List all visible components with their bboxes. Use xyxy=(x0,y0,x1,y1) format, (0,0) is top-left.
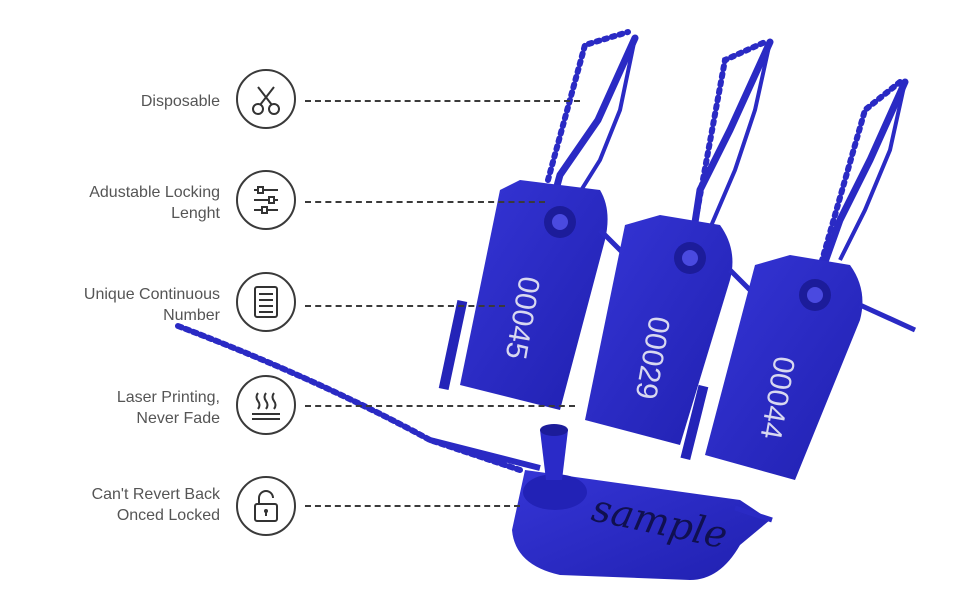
connector-line xyxy=(305,100,580,102)
heat-waves-icon xyxy=(236,375,296,435)
feature-label-line2: Number xyxy=(163,307,220,324)
list-document-icon xyxy=(236,272,296,332)
feature-unique-number: Unique Continuous Number xyxy=(0,270,970,340)
connector-line xyxy=(305,405,575,407)
feature-label: Laser Printing, xyxy=(116,389,220,406)
feature-label: Adustable Locking xyxy=(89,184,220,201)
sliders-icon xyxy=(236,170,296,230)
connector-line xyxy=(305,305,505,307)
feature-label-line2: Never Fade xyxy=(136,410,220,427)
feature-cant-revert: Can't Revert Back Onced Locked xyxy=(0,474,970,544)
scissors-icon xyxy=(236,69,296,129)
connector-line xyxy=(305,201,545,203)
feature-label: Disposable xyxy=(140,93,220,110)
seal-tag-3: 00044 xyxy=(680,78,917,480)
seal-tag-1: 00045 xyxy=(438,29,639,410)
feature-laser-printing: Laser Printing, Never Fade xyxy=(0,373,970,443)
sample-seal: sample xyxy=(175,323,773,580)
seal-tag-2: 00029 xyxy=(585,38,774,445)
padlock-icon xyxy=(236,476,296,536)
feature-disposable: Disposable xyxy=(0,67,970,137)
connector-line xyxy=(305,505,520,507)
feature-label-line2: Onced Locked xyxy=(116,507,220,524)
feature-label-line2: Lenght xyxy=(171,205,220,222)
feature-label: Unique Continuous xyxy=(83,286,220,303)
feature-adjustable-length: Adustable Locking Lenght xyxy=(0,168,970,238)
feature-label: Can't Revert Back xyxy=(91,486,220,503)
